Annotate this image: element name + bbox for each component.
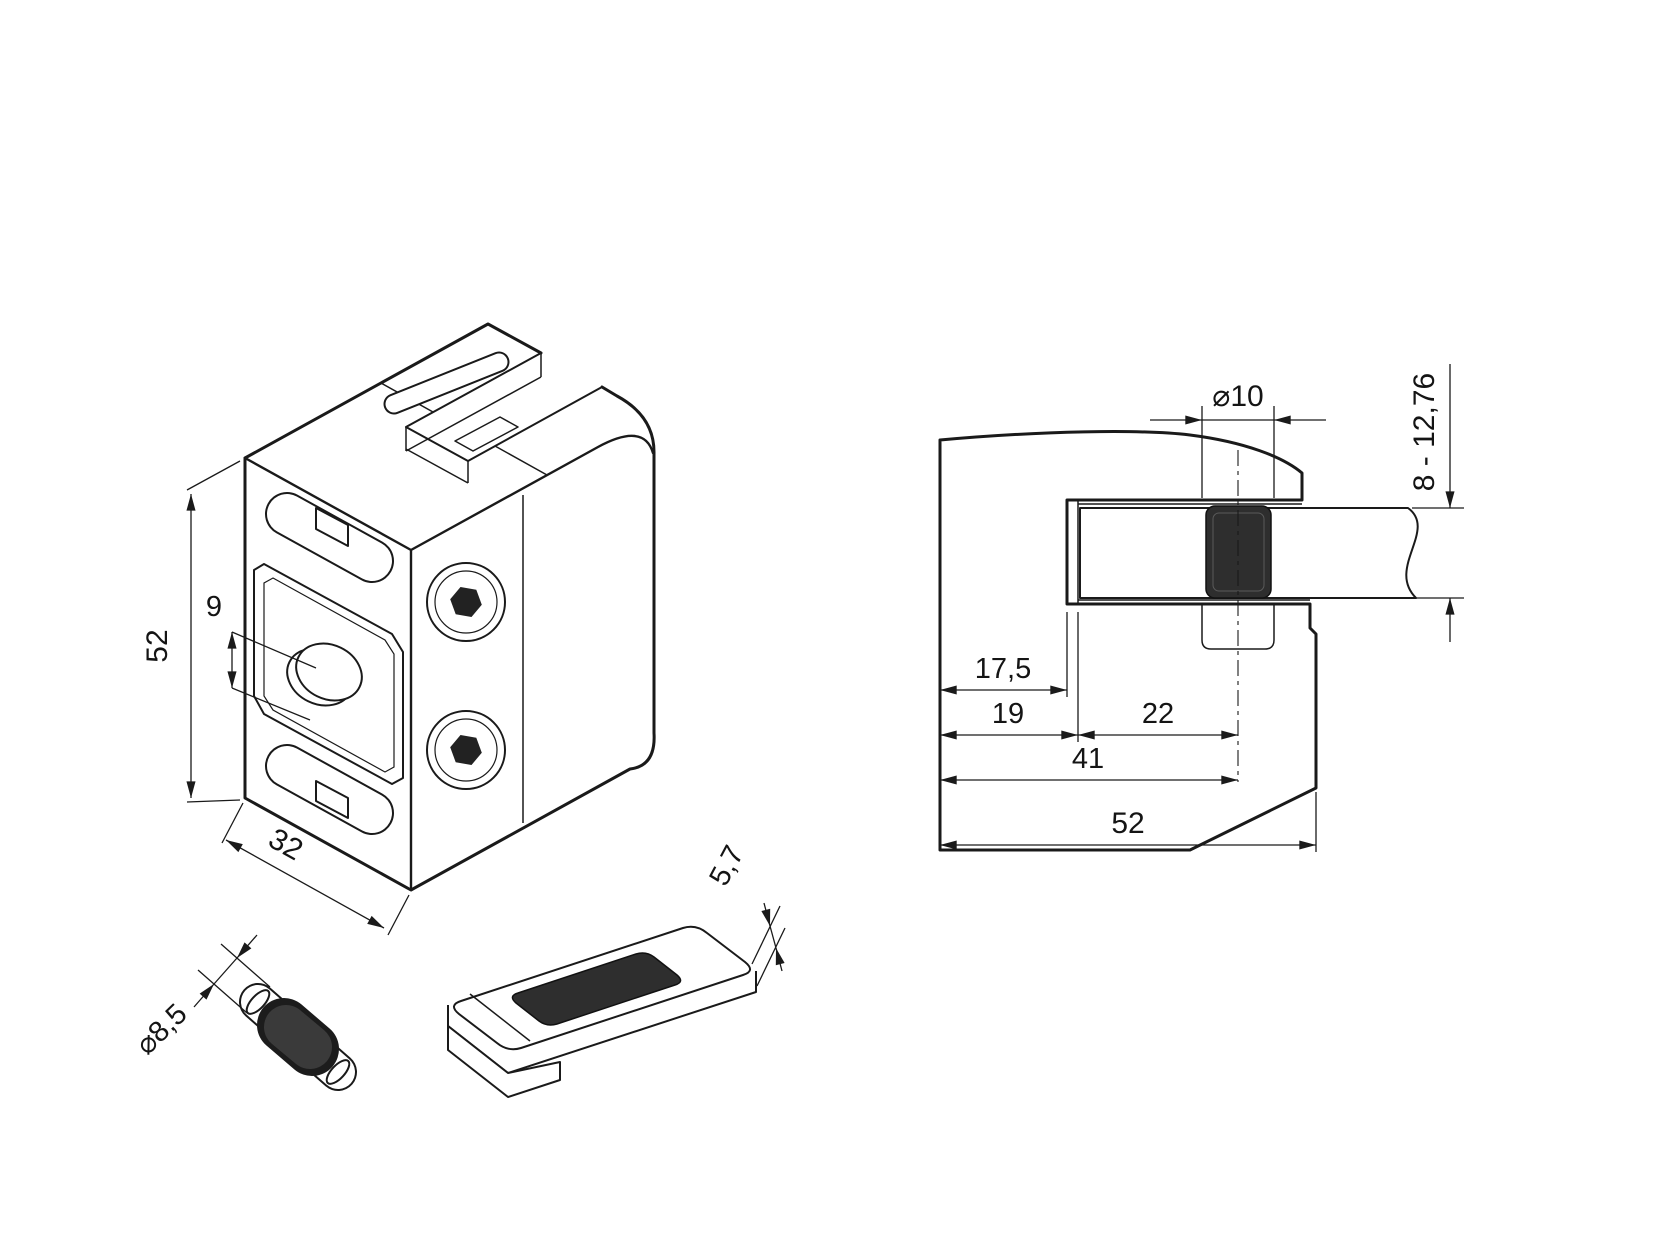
hex-socket-icon	[450, 587, 482, 617]
gasket-step-block	[447, 1025, 561, 1098]
glass-channel-opening	[405, 352, 603, 462]
glass-panel	[1079, 507, 1419, 599]
gasket-lines	[1077, 500, 1310, 604]
dim-iso-hole-offset-label: 9	[206, 591, 222, 623]
dim-glass-thickness: 8 - 12,76	[1408, 364, 1464, 642]
lower-slot-tab	[315, 780, 349, 819]
dim-pin-hole-diameter-label: ⌀10	[1212, 380, 1263, 413]
screw-head-ring	[434, 570, 498, 634]
clamp-body-outline	[243, 322, 656, 892]
clamp-body-edges	[243, 434, 655, 892]
dim-glass-inset-label: 17,5	[975, 653, 1031, 685]
dim-slot-depth-label: 19	[992, 698, 1024, 730]
dim-side-width-label: 52	[1111, 807, 1144, 840]
dim-pin-diameter-label: ⌀8,5	[130, 998, 194, 1061]
hex-screw-lower	[426, 710, 506, 790]
dim-slot-depth: 19	[940, 612, 1079, 742]
upper-slot-tab	[315, 507, 349, 547]
hex-socket-icon	[450, 735, 482, 765]
pin-hole-lower	[1201, 604, 1275, 650]
dim-iso-height-label: 52	[141, 629, 174, 662]
top-wall-slot-inner	[385, 353, 508, 413]
channel-floor-hole	[454, 416, 519, 452]
hex-screw-upper	[426, 562, 506, 642]
gasket-bend-line	[469, 993, 531, 1042]
glass-channel-depth-lines	[405, 353, 542, 484]
front-center-recess-floor	[263, 577, 395, 773]
pin-rubber-sleeve-highlight	[264, 1005, 332, 1069]
dim-pin-to-slot-label: 22	[1142, 698, 1174, 730]
pin-detail-view: ⌀8,5	[130, 934, 357, 1091]
gasket-rubber-pad	[511, 952, 682, 1026]
isometric-view: 52 32 9	[141, 322, 656, 936]
dim-pin-hole-diameter: ⌀10	[1150, 380, 1326, 498]
dim-glass-thickness-label: 8 - 12,76	[1408, 373, 1441, 491]
dim-glass-inset: 17,5	[940, 612, 1068, 697]
dim-side-width: 52	[940, 792, 1317, 852]
screw-head-ring	[434, 718, 498, 782]
gasket-detail-view: 5,7	[447, 840, 786, 1098]
side-view: ⌀10 8 - 12,76 17,5 19 22 41	[938, 364, 1464, 852]
dim-iso-hole-offset: 9	[206, 591, 317, 721]
clamp-profile	[938, 430, 1318, 852]
pin-hole	[295, 642, 363, 702]
pin-end-face-right	[325, 1059, 351, 1085]
dim-iso-height: 52	[141, 460, 241, 803]
dim-pin-to-slot: 22	[1078, 698, 1238, 740]
dim-pin-position: 41	[940, 743, 1238, 785]
dim-gasket-thickness-label: 5,7	[703, 840, 750, 891]
dim-pin-position-label: 41	[1072, 743, 1104, 775]
pin-end-face-left	[245, 989, 271, 1015]
front-upper-slot-inner	[267, 494, 392, 581]
